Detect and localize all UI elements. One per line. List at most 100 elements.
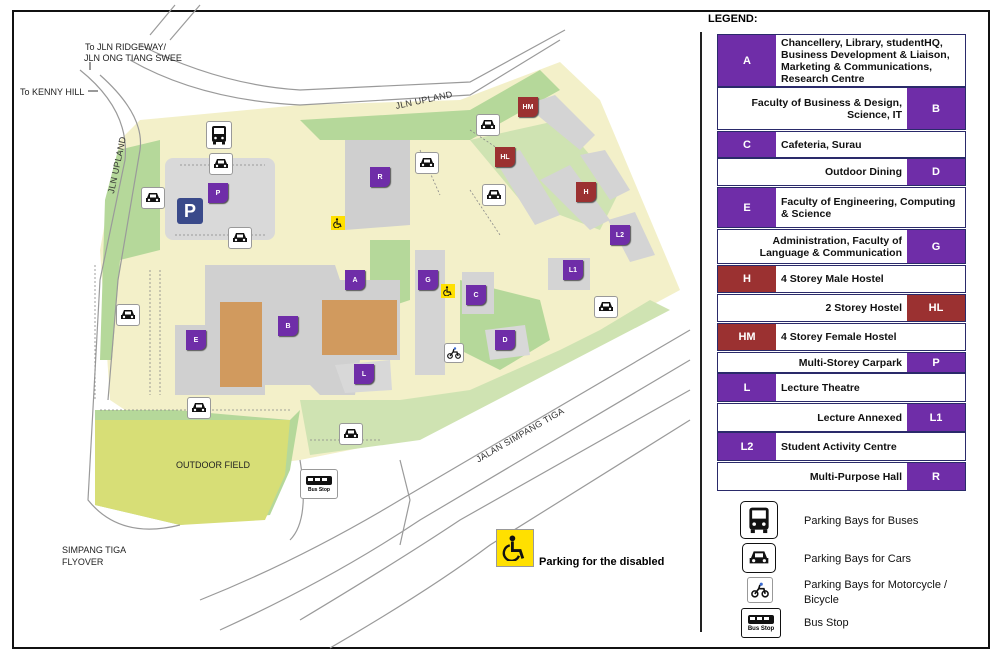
disabled-parking-legend-icon bbox=[496, 529, 534, 567]
legend-row-b: Faculty of Business & Design, Science, I… bbox=[717, 87, 966, 130]
label-flyover-1: SIMPANG TIGA bbox=[62, 545, 127, 555]
car-icon bbox=[141, 187, 165, 209]
legend-row-h: H 4 Storey Male Hostel bbox=[717, 265, 966, 293]
legend-row-p: Multi-Storey Carpark P bbox=[717, 352, 966, 373]
hostel-hl-shape bbox=[495, 150, 560, 225]
bus-stop-icon: Bus Stop bbox=[300, 469, 338, 499]
legend-row-c: C Cafeteria, Surau bbox=[717, 131, 966, 158]
legend-key-h: H bbox=[718, 266, 776, 292]
building-marker-l1[interactable]: L1 bbox=[563, 260, 583, 280]
parking-sign: P bbox=[177, 198, 203, 224]
legend-label-b: Faculty of Business & Design, Science, I… bbox=[751, 96, 902, 121]
hostel-hm-shape bbox=[525, 95, 595, 150]
hostel-h-shape bbox=[540, 165, 610, 230]
building-marker-hl[interactable]: HL bbox=[495, 147, 515, 167]
legend-row-e: E Faculty of Engineering, Computing & Sc… bbox=[717, 187, 966, 228]
legend-key-g: G bbox=[907, 230, 965, 263]
legend-row-a: A Chancellery, Library, studentHQ, Busin… bbox=[717, 34, 966, 87]
l2-shape bbox=[608, 212, 655, 262]
label-flyover-2: FLYOVER bbox=[62, 557, 104, 567]
car-icon bbox=[228, 227, 252, 249]
bus-icon bbox=[740, 501, 778, 539]
building-marker-a[interactable]: A bbox=[345, 270, 365, 290]
label-to-ridgeway: To JLN RIDGEWAY/ bbox=[85, 42, 167, 52]
bus-icon bbox=[206, 121, 232, 149]
car-icon bbox=[339, 423, 363, 445]
legend-key-hm: HM bbox=[718, 324, 776, 350]
legend-key-e: E bbox=[718, 188, 776, 227]
label-ong-tiang-swee: JLN ONG TIANG SWEE bbox=[84, 53, 182, 63]
legend-label-r: Multi-Purpose Hall bbox=[809, 470, 902, 483]
building-marker-p[interactable]: P bbox=[208, 183, 228, 203]
legend-key-l: L bbox=[718, 374, 776, 401]
bus-stop-icon: Bus Stop bbox=[741, 608, 781, 638]
car-icon bbox=[594, 296, 618, 318]
label-outdoor-field: OUTDOOR FIELD bbox=[176, 460, 251, 470]
legend-row-d: Outdoor Dining D bbox=[717, 158, 966, 186]
legend-key-c: C bbox=[718, 132, 776, 157]
legend-label-l2: Student Activity Centre bbox=[781, 440, 897, 453]
legend-motorcycle-label: Parking Bays for Motorcycle / Bicycle bbox=[804, 579, 948, 606]
green-south-strip bbox=[300, 300, 670, 455]
disabled-parking-icon bbox=[441, 284, 455, 298]
legend-key-d: D bbox=[907, 159, 965, 185]
disabled-parking-icon bbox=[331, 216, 345, 230]
building-marker-h[interactable]: H bbox=[576, 182, 596, 202]
legend-label-d: Outdoor Dining bbox=[825, 166, 902, 178]
courtyard-east bbox=[322, 300, 397, 355]
hostel-h-shape-2 bbox=[580, 150, 630, 200]
legend-row-l: L Lecture Theatre bbox=[717, 373, 966, 402]
outdoor-field-shape bbox=[95, 420, 290, 525]
car-icon bbox=[209, 153, 233, 175]
legend-car-label: Parking Bays for Cars bbox=[804, 553, 911, 565]
building-marker-l[interactable]: L bbox=[354, 364, 374, 384]
legend-title: LEGEND: bbox=[708, 13, 758, 25]
motorcycle-icon bbox=[444, 343, 464, 363]
legend-label-e: Faculty of Engineering, Computing & Scie… bbox=[781, 195, 956, 220]
legend-row-r: Multi-Purpose Hall R bbox=[717, 462, 966, 491]
building-g-shape bbox=[415, 250, 445, 375]
legend-key-p: P bbox=[907, 353, 965, 372]
legend-bus-stop-label: Bus Stop bbox=[804, 617, 849, 629]
legend-key-b: B bbox=[907, 88, 965, 129]
bus-stop-sign-label: Bus Stop bbox=[308, 487, 330, 493]
motorcycle-icon bbox=[747, 577, 773, 603]
car-icon bbox=[116, 304, 140, 326]
building-marker-c[interactable]: C bbox=[466, 285, 486, 305]
legend-key-l2: L2 bbox=[718, 433, 776, 460]
legend-label-a: Chancellery, Library, studentHQ, Busines… bbox=[781, 36, 950, 85]
building-marker-l2[interactable]: L2 bbox=[610, 225, 630, 245]
legend-label-hl: 2 Storey Hostel bbox=[825, 302, 902, 314]
legend-row-g: Administration, Faculty of Language & Co… bbox=[717, 229, 966, 264]
legend-row-hl: 2 Storey Hostel HL bbox=[717, 294, 966, 322]
building-marker-d[interactable]: D bbox=[495, 330, 515, 350]
car-icon bbox=[415, 152, 439, 174]
building-marker-e[interactable]: E bbox=[186, 330, 206, 350]
car-icon bbox=[476, 114, 500, 136]
legend-divider bbox=[700, 32, 702, 632]
legend-key-hl: HL bbox=[907, 295, 965, 321]
legend-label-h: 4 Storey Male Hostel bbox=[781, 273, 884, 285]
legend-label-l: Lecture Theatre bbox=[781, 381, 860, 394]
disabled-parking-label: Parking for the disabled bbox=[539, 556, 665, 568]
building-marker-g[interactable]: G bbox=[418, 270, 438, 290]
building-marker-hm[interactable]: HM bbox=[518, 97, 538, 117]
legend-label-g: Administration, Faculty of Language & Co… bbox=[759, 234, 902, 259]
legend-key-l1: L1 bbox=[907, 404, 965, 431]
legend-row-l2: L2 Student Activity Centre bbox=[717, 432, 966, 461]
building-marker-b[interactable]: B bbox=[278, 316, 298, 336]
car-icon bbox=[187, 397, 211, 419]
legend-row-hm: HM 4 Storey Female Hostel bbox=[717, 323, 966, 351]
legend-key-r: R bbox=[907, 463, 965, 490]
legend-label-hm: 4 Storey Female Hostel bbox=[781, 331, 897, 343]
car-icon bbox=[742, 543, 776, 573]
label-to-kenny-hill: To KENNY HILL bbox=[20, 87, 85, 97]
legend-label-p: Multi-Storey Carpark bbox=[798, 356, 902, 369]
legend-key-a: A bbox=[718, 35, 776, 86]
building-marker-r[interactable]: R bbox=[370, 167, 390, 187]
legend-label-c: Cafeteria, Surau bbox=[781, 138, 862, 151]
legend-row-l1: Lecture Annexed L1 bbox=[717, 403, 966, 432]
legend-label-l1: Lecture Annexed bbox=[817, 411, 902, 424]
courtyard-west bbox=[220, 302, 262, 387]
legend-bus-label: Parking Bays for Buses bbox=[804, 515, 919, 527]
